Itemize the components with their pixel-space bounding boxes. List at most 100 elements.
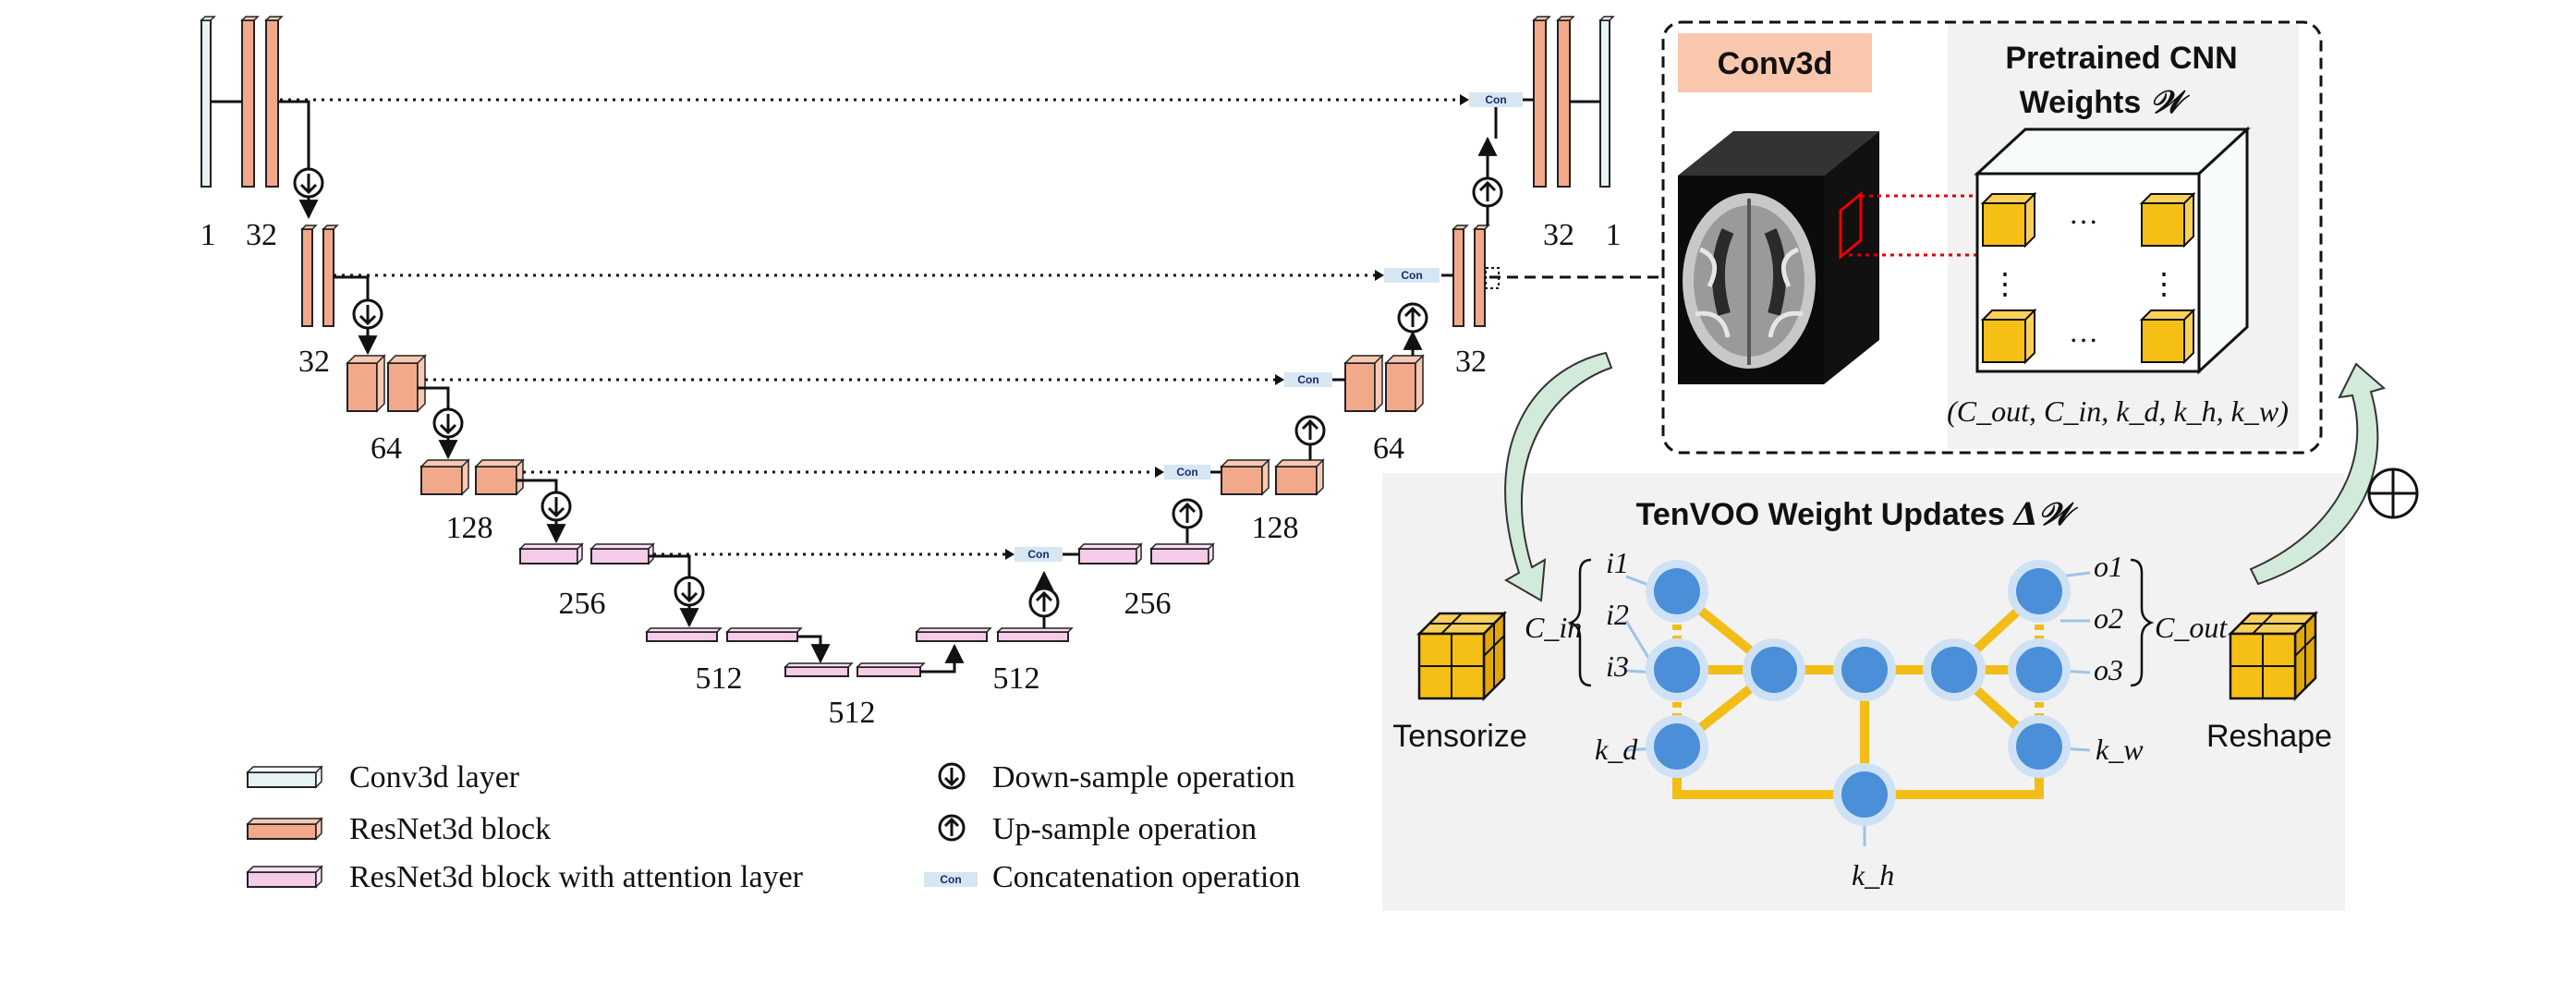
svg-text:Concatenation operation: Concatenation operation <box>992 860 1300 894</box>
tenvoo-title: TenVOO Weight Updates <box>1636 497 2005 532</box>
legend-downsample: Down-sample operation <box>938 760 1295 795</box>
encoder-l3-resnet-block-1 <box>420 466 463 495</box>
legend-conv3d: Conv3d layer <box>246 760 520 795</box>
index-label-o1: o1 <box>2094 550 2123 583</box>
concat-op-l2-label: Con <box>1297 373 1318 386</box>
encoder-l1-resnet-block-2 <box>322 228 334 327</box>
legend-upsample: Up-sample operation <box>938 812 1257 846</box>
channel-label: 512 <box>696 661 743 696</box>
weight-block <box>2139 308 2196 365</box>
tensor-node-o1 <box>2008 560 2071 623</box>
concat-op-l0: Con <box>1469 92 1523 107</box>
channel-label: 32 <box>246 218 277 252</box>
decoder-l0-resnet-block-1 <box>1533 19 1547 188</box>
concat-icon-label: Con <box>940 873 961 886</box>
index-label-o2: o2 <box>2094 601 2123 635</box>
downsample-icon <box>541 491 572 522</box>
channel-label: 512 <box>993 661 1040 696</box>
legend: Conv3d layer ResNet3d block ResNet3d blo… <box>246 760 1300 894</box>
channel-label: 1 <box>1606 218 1622 252</box>
decoder-l2-resnet-block-2 <box>1385 362 1416 412</box>
svg-text:TenVOO Weight Updates Δ𝒲: TenVOO Weight Updates Δ𝒲 <box>1636 496 2079 533</box>
concat-op-l4-label: Con <box>1027 548 1049 561</box>
add-operation-icon <box>2367 467 2419 519</box>
channel-label: 128 <box>446 511 493 545</box>
svg-text:Up-sample operation: Up-sample operation <box>992 812 1257 846</box>
concat-op-l2: Con <box>1284 372 1332 387</box>
weight-shape-tuple: (C_out, C_in, k_d, k_h, k_w) <box>1947 394 2289 428</box>
downsample-icon <box>293 167 324 199</box>
skip-connections <box>280 98 1460 556</box>
decoder-l3-resnet-block-1 <box>1221 466 1263 495</box>
decoder-l1-resnet-block-1 <box>1452 228 1464 327</box>
concat-op-l3-label: Con <box>1176 466 1197 479</box>
decoder-l1-resnet-block-2 <box>1474 228 1486 327</box>
upsample-icon <box>1294 415 1326 446</box>
tensor-node-core-in <box>1743 638 1805 701</box>
weight-tensor-cube: … … ⋮ ⋮ <box>1974 126 2251 375</box>
svg-text:Down-sample operation: Down-sample operation <box>992 760 1295 795</box>
pretrained-title-line2: Weights <box>2020 85 2142 120</box>
unet-encoder <box>200 16 926 677</box>
bottleneck-attention-block-1 <box>784 666 849 677</box>
bottleneck-attention-block-2 <box>857 666 921 677</box>
upsample-icon <box>938 814 966 842</box>
channel-label: 64 <box>371 431 402 466</box>
channel-label: 32 <box>1455 345 1487 379</box>
horizontal-ellipsis: … <box>2069 315 2098 348</box>
downsample-icon <box>352 298 383 330</box>
tensor-node-o3 <box>2008 638 2071 701</box>
unet-decoder <box>915 16 1615 642</box>
legend-concat: Con Concatenation operation <box>924 860 1300 894</box>
decoder-l4-attention-block-1 <box>1078 548 1137 564</box>
tensor-node-kh <box>1833 763 1896 826</box>
concat-boxes: Con Con Con Con Con <box>1015 92 1523 562</box>
channel-label: 256 <box>1124 587 1172 621</box>
encoder-l1-resnet-block-1 <box>301 228 313 327</box>
weight-block <box>1980 308 2037 365</box>
pretrained-weights-panel: Conv3d Pretrained CNN Weights 𝒲 <box>1485 20 2323 455</box>
svg-text:ResNet3d block: ResNet3d block <box>349 812 551 846</box>
concat-op-l4: Con <box>1015 547 1063 562</box>
encoder-l3-resnet-block-2 <box>475 466 517 495</box>
concat-op-l1-label: Con <box>1401 269 1422 282</box>
index-label-i1: i1 <box>1606 546 1629 579</box>
upsample-icon <box>1028 587 1060 618</box>
encoder-l2-resnet-block-2 <box>387 362 419 412</box>
encoder-l5-attention-block-1 <box>646 631 718 642</box>
c-in-label: C_in <box>1525 611 1582 644</box>
index-label-i2: i2 <box>1606 598 1629 631</box>
tenvoo-panel: TenVOO Weight Updates Δ𝒲 <box>1382 473 2345 911</box>
index-label-kh: k_h <box>1852 858 1894 892</box>
channel-label: 256 <box>559 587 606 621</box>
encoder-l4-attention-block-2 <box>590 548 650 564</box>
sampling-icons <box>293 167 1503 618</box>
encoder-l2-resnet-block-1 <box>346 362 378 412</box>
tensor-node-kd <box>1646 715 1708 778</box>
tensorize-label: Tensorize <box>1392 719 1527 754</box>
reshape-label: Reshape <box>2206 719 2332 754</box>
legend-resnet: ResNet3d block <box>246 812 551 846</box>
c-in-brace <box>1567 558 1592 687</box>
encoder-l0-resnet-block-2 <box>265 19 279 188</box>
downsample-icon <box>432 407 464 439</box>
c-out-brace <box>2130 558 2155 687</box>
index-label-kd: k_d <box>1595 733 1638 766</box>
decoder-l4-attention-block-2 <box>1150 548 1209 564</box>
tensor-node-kw <box>2008 715 2071 778</box>
encoder-input-conv3d-layer <box>200 19 212 188</box>
vertical-ellipsis: ⋮ <box>2149 267 2179 300</box>
svg-text:Conv3d layer: Conv3d layer <box>349 760 520 795</box>
index-label-o3: o3 <box>2094 653 2123 686</box>
svg-text:ResNet3d block with attention: ResNet3d block with attention layer <box>349 860 804 894</box>
encoder-l4-attention-block-1 <box>519 548 578 564</box>
decoder-l5-attention-block-2 <box>997 631 1069 642</box>
channel-labels: 1 32 32 64 128 256 512 512 512 256 128 6… <box>200 218 1622 730</box>
concat-op-l3: Con <box>1164 465 1210 479</box>
tensor-network-nodes <box>1646 560 2071 826</box>
channel-label: 32 <box>1543 218 1574 252</box>
tensor-index-labels: i1 i2 i3 k_d o1 o2 o3 k_w k_h C_in C_out <box>1525 546 2228 892</box>
channel-label: 1 <box>200 218 216 252</box>
